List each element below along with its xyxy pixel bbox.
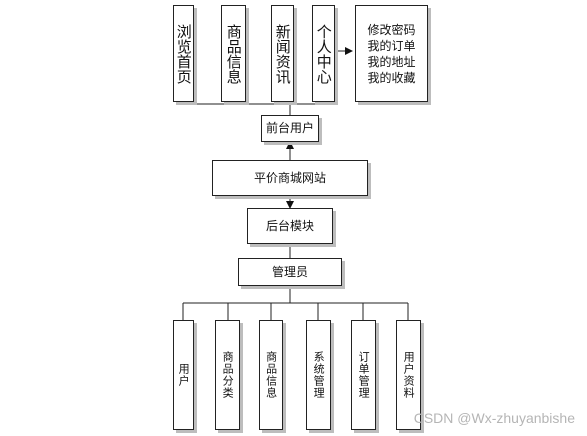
admin-module-category: 商品分类 <box>215 320 240 430</box>
submenu-list: 修改密码 我的订单 我的地址 我的收藏 <box>367 22 415 86</box>
module-news: 新闻资讯 <box>271 5 294 102</box>
admin-module-label: 订单管理 <box>357 351 371 399</box>
module-label: 浏览首页 <box>174 23 193 84</box>
admin-module-label: 商品信息 <box>264 351 278 399</box>
watermark-text: CSDN @Wx-zhuyanbishe <box>413 410 575 426</box>
module-browse-home: 浏览首页 <box>173 5 194 102</box>
node-backend: 后台模块 <box>247 208 333 244</box>
node-label: 平价商城网站 <box>253 170 326 185</box>
personal-center-submenu: 修改密码 我的订单 我的地址 我的收藏 <box>355 5 428 102</box>
admin-module-label: 用户资料 <box>402 351 416 399</box>
admin-module-label: 系统管理 <box>312 351 326 399</box>
admin-module-users: 用户 <box>173 320 194 430</box>
node-label: 管理员 <box>271 264 308 279</box>
node-front-user: 前台用户 <box>261 115 319 142</box>
admin-module-label: 商品分类 <box>221 351 235 399</box>
submenu-item: 修改密码 <box>367 22 416 37</box>
submenu-item: 我的订单 <box>367 38 416 53</box>
node-label: 后台模块 <box>265 218 314 233</box>
submenu-item: 我的收藏 <box>367 70 416 85</box>
module-product-info: 商品信息 <box>221 5 246 102</box>
node-label: 前台用户 <box>265 121 314 136</box>
module-personal-center: 个人中心 <box>312 5 335 102</box>
admin-module-product-info: 商品信息 <box>259 320 283 430</box>
node-admin: 管理员 <box>238 258 342 286</box>
module-label: 新闻资讯 <box>273 23 292 84</box>
admin-module-system: 系统管理 <box>306 320 331 430</box>
submenu-item: 我的地址 <box>367 54 416 69</box>
module-label: 个人中心 <box>314 23 333 84</box>
admin-module-user-profile: 用户资料 <box>396 320 421 430</box>
admin-module-orders: 订单管理 <box>351 320 376 430</box>
module-label: 商品信息 <box>224 23 243 84</box>
admin-module-label: 用户 <box>177 363 191 387</box>
node-site: 平价商城网站 <box>212 160 368 196</box>
